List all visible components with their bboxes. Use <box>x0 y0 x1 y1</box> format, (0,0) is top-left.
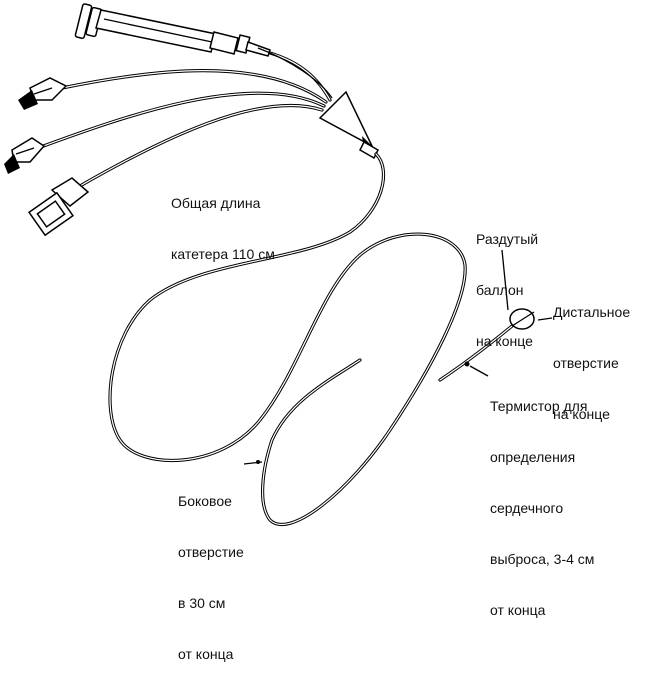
syringe-plunger-flange <box>74 3 93 40</box>
label-total-length: Общая длина катетера 110 см <box>171 161 275 280</box>
catheter-drawing <box>4 3 553 527</box>
leader-side-hole <box>243 461 263 465</box>
syringe <box>74 3 271 57</box>
catheter-diagram: Общая длина катетера 110 см Раздутый бал… <box>4 3 630 662</box>
leader-lines <box>243 249 553 465</box>
syringe-tip <box>245 41 271 57</box>
leader-thermistor <box>469 365 489 377</box>
label-line: определения <box>490 449 576 465</box>
label-line: отверстие <box>553 355 619 371</box>
label-line: в 30 см <box>178 595 226 611</box>
label-line: выброса, 3-4 см <box>490 551 595 567</box>
label-line: от конца <box>178 646 234 662</box>
hub-connector-1 <box>18 77 68 110</box>
hub-connector-3 <box>27 177 90 237</box>
label-line: Термистор для <box>490 398 588 414</box>
label-line: Общая длина <box>171 195 261 211</box>
leader-distal-hole <box>537 317 553 321</box>
label-line: сердечного <box>490 500 564 516</box>
label-distal-hole: Дистальное отверстие на конце <box>553 270 630 440</box>
label-line: от конца <box>490 602 546 618</box>
label-line: баллон <box>476 282 524 298</box>
proximal-lines <box>36 47 333 188</box>
label-line: на конце <box>553 406 610 422</box>
label-line: Раздутый <box>476 231 539 247</box>
label-line: Боковое <box>178 493 232 509</box>
label-balloon: Раздутый баллон на конце <box>476 197 538 367</box>
junction-manifold <box>318 90 379 160</box>
label-line: на конце <box>476 333 533 349</box>
catheter-body <box>108 152 514 527</box>
leader-balloon <box>501 249 509 311</box>
label-line: катетера 110 см <box>171 246 275 262</box>
thermistor-mark <box>464 361 470 367</box>
label-thermistor: Термистор для определения сердечного выб… <box>490 364 594 636</box>
syringe-stopcock <box>209 31 239 55</box>
hub-connector-2 <box>4 137 46 174</box>
syringe-barrel <box>95 9 217 53</box>
label-line: отверстие <box>178 544 244 560</box>
label-side-hole: Боковое отверстие в 30 см от конца <box>178 459 244 680</box>
balloon <box>509 308 535 330</box>
label-line: Дистальное <box>553 304 631 320</box>
